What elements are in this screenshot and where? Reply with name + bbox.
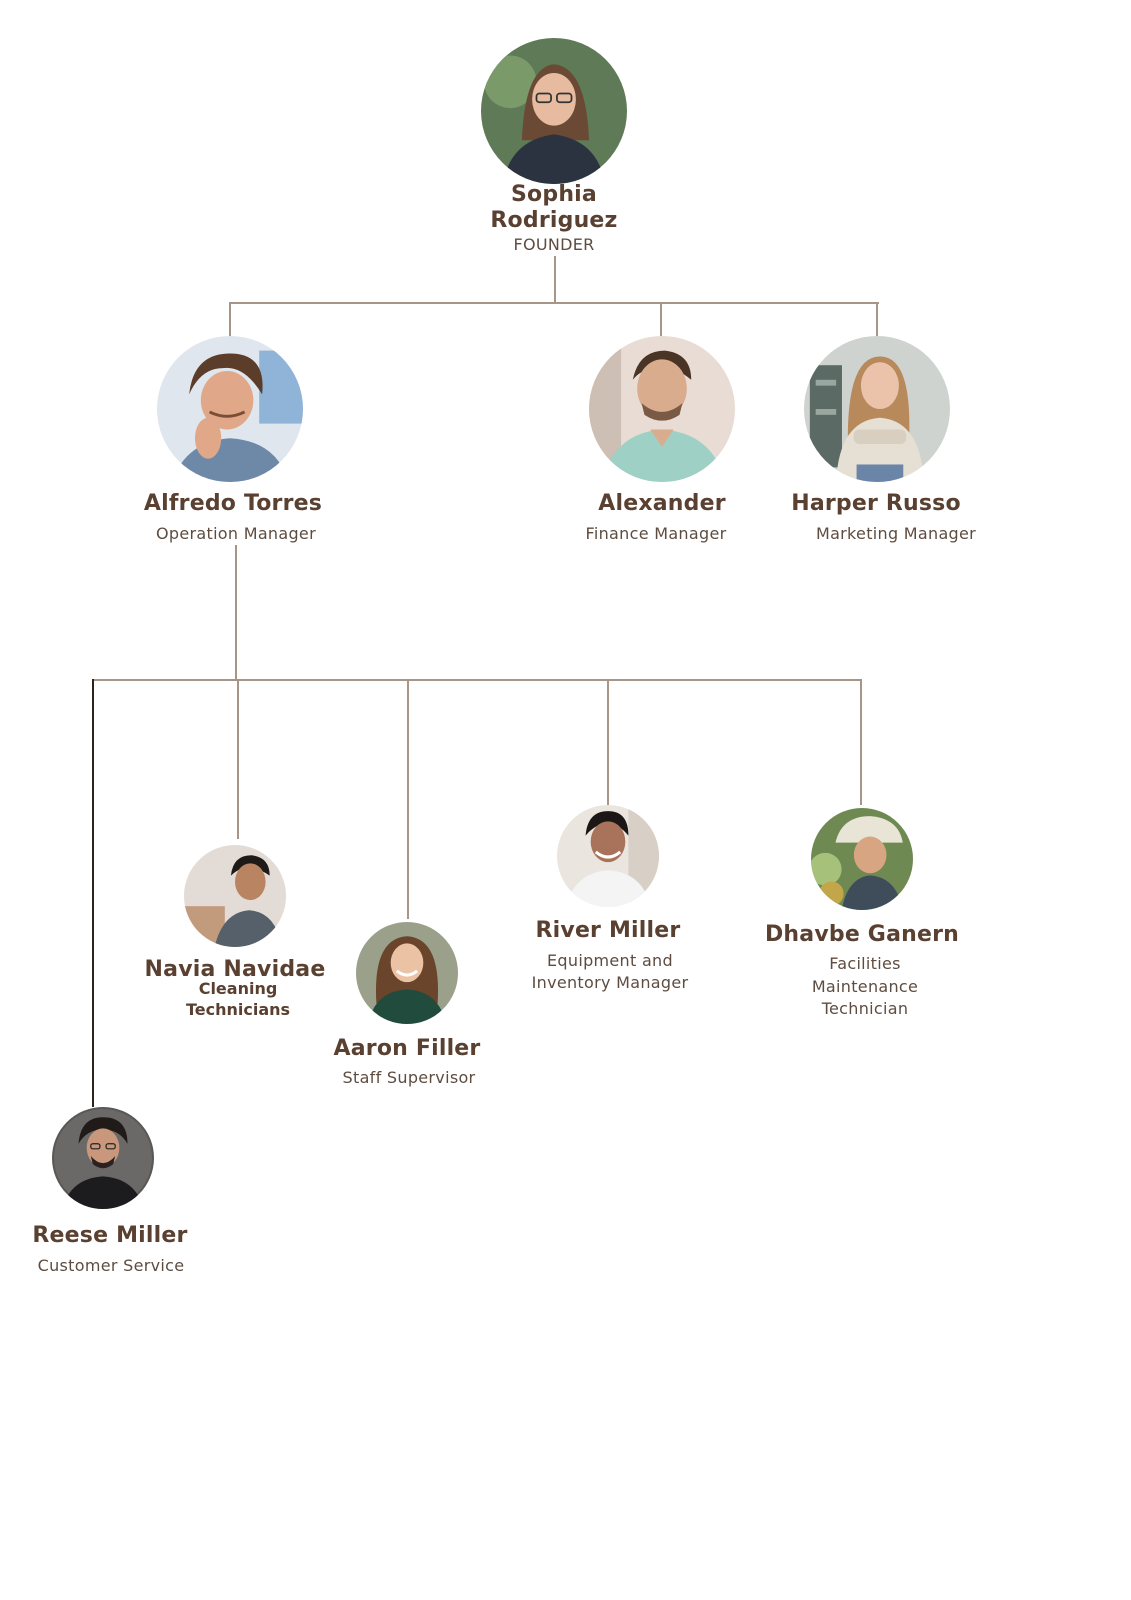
manager-role-alfredo: Operation Manager (156, 524, 316, 543)
manager-role-harper: Marketing Manager (815, 524, 977, 543)
staff-photo-aaron (356, 922, 458, 1024)
staff-name-river: River Miller (535, 918, 681, 943)
staff-role-dhavbe-line1: Facilities (829, 954, 901, 973)
staff-name-navia: Navia Navidae (144, 957, 326, 982)
connector-alexander-up (660, 302, 662, 336)
staff-name-reese: Reese Miller (32, 1223, 188, 1248)
staff-role-dhavbe-line2: Maintenance (811, 977, 919, 996)
connector-river (607, 679, 609, 805)
connector-dhavbe (860, 679, 862, 805)
manager-name-harper: Harper Russo (791, 491, 961, 516)
connector-staff-bar (92, 679, 862, 681)
staff-role-navia-line2: Technicians (185, 1000, 291, 1019)
manager-name-alfredo: Alfredo Torres (143, 491, 323, 516)
connector-navia (237, 679, 239, 839)
manager-photo-alfredo (157, 336, 303, 482)
staff-role-dhavbe-line3: Technician (821, 999, 909, 1018)
portrait-icon (811, 808, 913, 910)
portrait-icon (356, 922, 458, 1024)
portrait-icon (52, 1107, 154, 1209)
connector-founder-down (554, 256, 556, 303)
connector-managers-bar (229, 302, 879, 304)
staff-photo-dhavbe (811, 808, 913, 910)
manager-name-alexander: Alexander (598, 491, 726, 516)
manager-role-alexander: Finance Manager (585, 524, 727, 543)
staff-name-aaron: Aaron Filler (333, 1036, 481, 1061)
staff-photo-navia (184, 845, 286, 947)
founder-name-line1: Sophia (511, 182, 597, 207)
founder-role: FOUNDER (513, 235, 595, 254)
connector-harper-up (876, 302, 878, 336)
connector-aaron (407, 679, 409, 919)
staff-role-reese: Customer Service (37, 1256, 185, 1275)
portrait-icon (481, 38, 627, 184)
founder-photo (481, 38, 627, 184)
staff-role-aaron: Staff Supervisor (342, 1068, 476, 1087)
staff-role-navia-line1: Cleaning (198, 979, 278, 998)
founder-name-line2: Rodriguez (490, 208, 618, 233)
staff-name-dhavbe: Dhavbe Ganern (764, 922, 960, 947)
portrait-icon (157, 336, 303, 482)
portrait-icon (184, 845, 286, 947)
staff-photo-river (557, 805, 659, 907)
staff-role-river-line1: Equipment and (547, 951, 673, 970)
portrait-icon (804, 336, 950, 482)
staff-role-river-line2: Inventory Manager (531, 973, 689, 992)
staff-photo-reese (52, 1107, 154, 1209)
connector-alfredo-up (229, 302, 231, 336)
manager-photo-alexander (589, 336, 735, 482)
manager-photo-harper (804, 336, 950, 482)
connector-alfredo-down (235, 545, 237, 680)
portrait-icon (557, 805, 659, 907)
connector-reese (92, 679, 94, 1107)
portrait-icon (589, 336, 735, 482)
